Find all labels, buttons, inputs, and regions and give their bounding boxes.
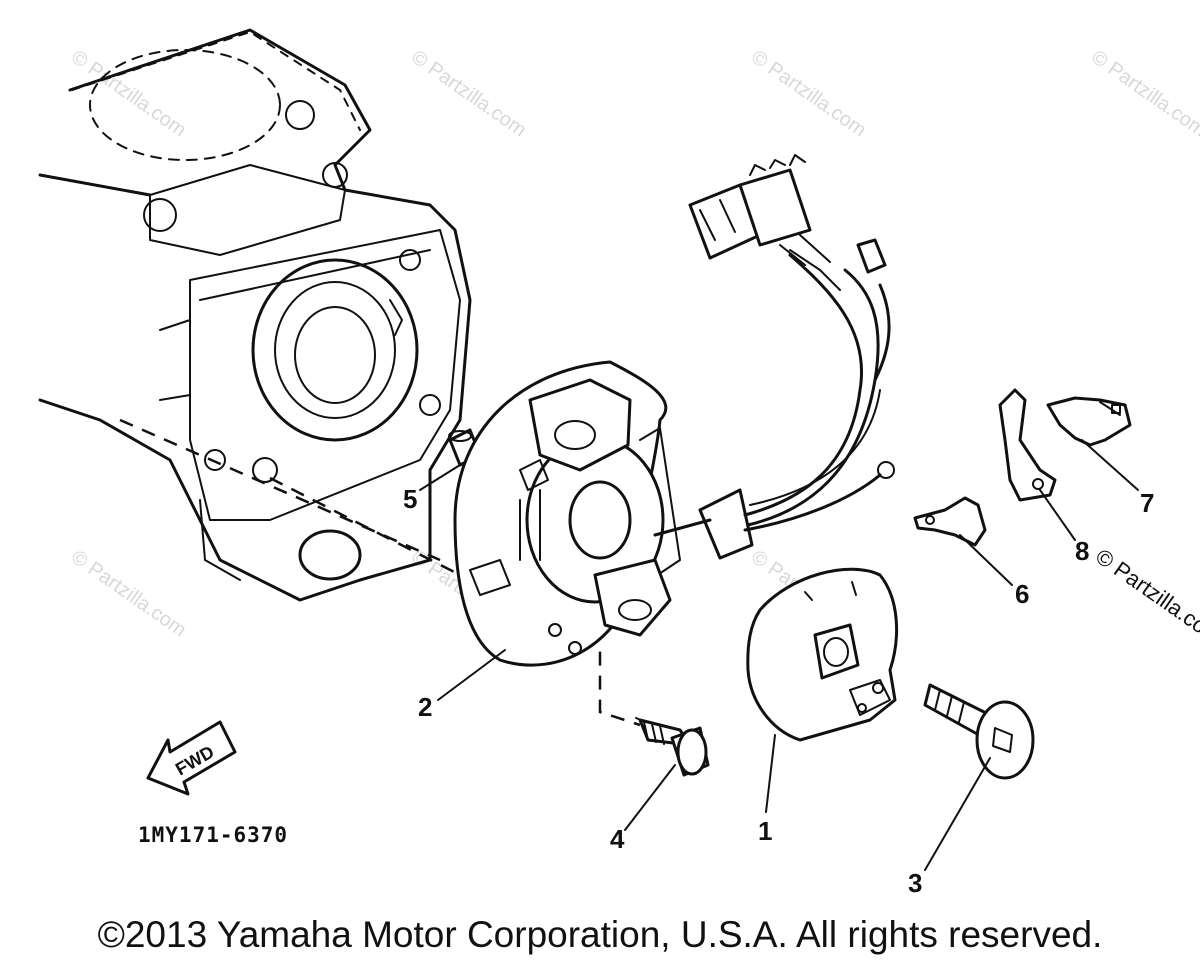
clip <box>913 496 987 547</box>
copyright-notice: ©2013 Yamaha Motor Corporation, U.S.A. A… <box>97 914 1103 955</box>
alignment-line <box>579 638 641 727</box>
callout-5: 5 <box>403 484 417 514</box>
alignment-line <box>119 418 441 562</box>
watermark: © Partzilla.com <box>1091 544 1200 650</box>
fwd-arrow-icon: FWD <box>146 720 237 796</box>
clamp <box>1046 396 1132 447</box>
alignment-line <box>269 476 471 582</box>
watermark: © Partzilla.com <box>747 46 870 141</box>
callout-4: 4 <box>610 824 625 854</box>
callout-8: 8 <box>1075 536 1089 566</box>
wiring-harness <box>653 154 895 560</box>
watermark: © Partzilla.com <box>67 546 190 641</box>
callout-6: 6 <box>1015 579 1029 609</box>
watermark: © Partzilla.com <box>67 46 190 141</box>
screw-washer <box>635 717 710 777</box>
bracket <box>998 388 1057 502</box>
callouts: 1 2 3 4 5 6 7 8 <box>403 484 1154 898</box>
stator-assembly <box>453 360 681 667</box>
watermark: © Partzilla.com <box>407 46 530 141</box>
watermark: © Partzilla.com <box>1087 46 1200 141</box>
callout-1: 1 <box>758 816 772 846</box>
callout-3: 3 <box>908 868 922 898</box>
part-code: 1MY171-6370 <box>138 823 288 847</box>
leader-lines <box>419 439 1139 871</box>
breaker-plate <box>746 567 898 742</box>
callout-2: 2 <box>418 692 432 722</box>
callout-7: 7 <box>1140 488 1154 518</box>
crankcase <box>38 28 472 602</box>
screw <box>923 683 1035 780</box>
